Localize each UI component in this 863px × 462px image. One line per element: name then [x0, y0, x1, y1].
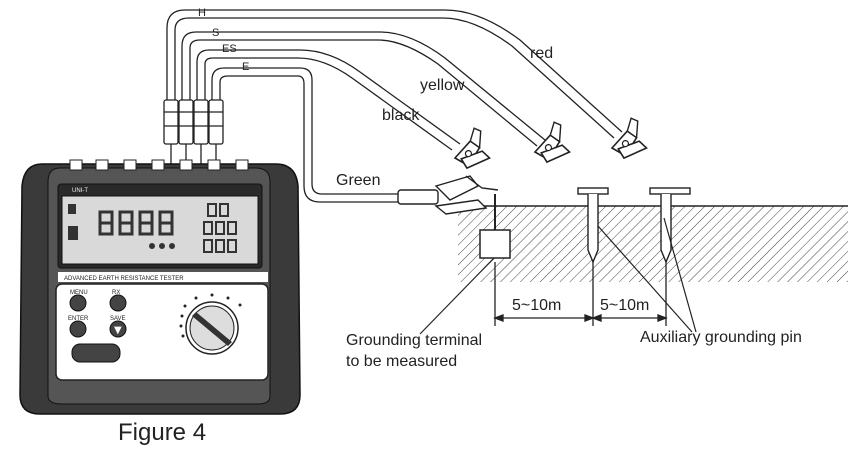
light-button[interactable] — [71, 343, 121, 363]
save-button[interactable] — [109, 320, 127, 338]
grounding-terminal-label-2: to be measured — [346, 353, 457, 370]
rotary-dial[interactable] — [185, 301, 239, 355]
earth-resistance-tester: UNI-T ADVANCED EARTH RESISTANCE TESTER M… — [19, 159, 301, 415]
rx-button[interactable] — [109, 294, 127, 312]
terminal-label-s: S — [212, 27, 219, 39]
lead-plugs — [163, 99, 224, 166]
wire-label-yellow: yellow — [420, 77, 465, 94]
menu-button[interactable] — [69, 294, 87, 312]
terminal-label-es: ES — [222, 43, 237, 55]
distance-dimensions — [493, 262, 668, 326]
instrument-name: ADVANCED EARTH RESISTANCE TESTER — [64, 276, 184, 282]
clip-black — [449, 125, 492, 171]
menu-label: MENU — [70, 290, 88, 296]
distance-label-2: 5~10m — [600, 297, 649, 314]
clip-green — [397, 175, 499, 215]
terminal-label-h: H — [198, 7, 206, 19]
grounding-terminal — [479, 194, 511, 259]
rx-label: RX — [112, 290, 120, 296]
save-label: SAVE — [110, 316, 126, 322]
clip-yellow — [529, 119, 572, 165]
brand-label: UNI-T — [72, 188, 88, 194]
enter-label: ENTER — [68, 316, 89, 322]
grounding-terminal-label: Grounding terminal — [346, 332, 482, 349]
distance-label-1: 5~10m — [512, 297, 561, 314]
down-arrow-icon: ▼ — [114, 325, 122, 336]
figure-caption: Figure 4 — [118, 419, 206, 446]
auxiliary-pin-label: Auxiliary grounding pin — [640, 329, 802, 346]
lcd-digits — [98, 210, 174, 236]
wire-label-red: red — [530, 45, 553, 62]
dial-tick-marks — [179, 293, 242, 338]
terminal-label-e: E — [242, 61, 249, 73]
test-leads — [166, 9, 623, 203]
enter-button[interactable] — [69, 320, 87, 338]
soil-ground — [458, 205, 848, 282]
wire-label-black: black — [382, 107, 420, 124]
callout-leaders — [419, 217, 697, 335]
wire-label-green: Green — [336, 172, 380, 189]
